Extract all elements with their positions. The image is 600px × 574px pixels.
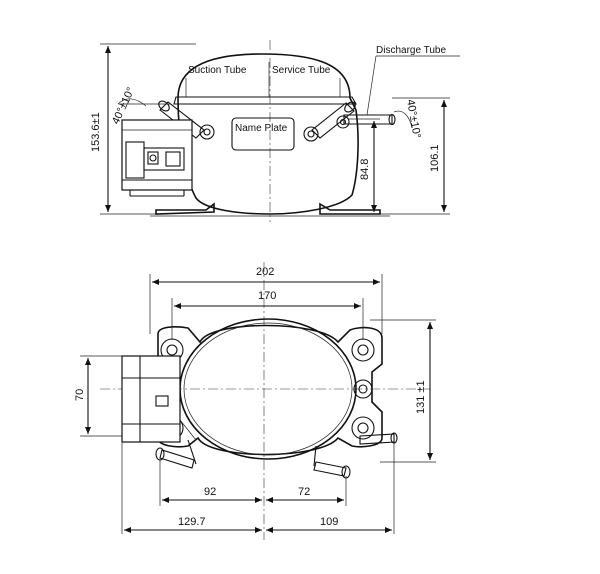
dim-tube-height: 84.8 xyxy=(359,159,371,180)
dim-box-height: 70 xyxy=(74,389,86,401)
service-tube-label: Service Tube xyxy=(272,65,331,76)
mounting-plate xyxy=(157,324,383,456)
suction-tube-label: Suction Tube xyxy=(188,65,247,76)
tube-right-plan xyxy=(313,445,351,479)
front-elevation: Name Plate Suction Tube Service Tube Dis… xyxy=(90,40,460,222)
dim-right-height: 106.1 xyxy=(429,144,441,172)
plan-view: 202 170 131 ±1 70 92 72 129.7 109 xyxy=(74,262,436,540)
base-plate xyxy=(150,202,390,217)
dim-right-extent: 109 xyxy=(320,516,338,528)
discharge-tube xyxy=(336,113,396,129)
compressor-dome xyxy=(177,53,359,215)
dim-width-inner: 170 xyxy=(258,290,276,302)
service-tube xyxy=(303,101,356,142)
terminal-box-plan xyxy=(121,355,197,443)
mount-hole-bottom-right xyxy=(351,416,375,440)
dim-left-extent: 129.7 xyxy=(178,516,206,528)
dim-total-height: 153.6±1 xyxy=(90,112,102,152)
dim-angle-right: 40°±10° xyxy=(404,98,423,139)
dim-right-offset: 72 xyxy=(298,486,310,498)
dim-mount-depth: 131 ±1 xyxy=(415,380,427,414)
discharge-tube-label: Discharge Tube xyxy=(376,45,446,56)
mount-hole-top-right xyxy=(351,338,375,362)
dim-left-offset: 92 xyxy=(204,486,216,498)
dim-width-outer: 202 xyxy=(256,266,274,278)
terminal-box xyxy=(121,119,193,197)
mount-hole-mid-right xyxy=(353,379,373,399)
name-plate xyxy=(231,117,295,151)
name-plate-label: Name Plate xyxy=(235,123,288,134)
